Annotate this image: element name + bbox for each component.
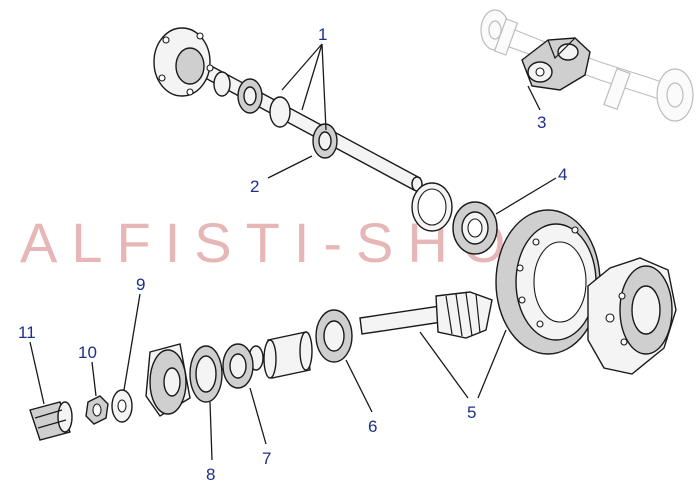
nut-part-10 xyxy=(85,395,109,425)
callout-10: 10 xyxy=(78,343,97,362)
bearing-part-6 xyxy=(315,309,353,363)
callout-5: 5 xyxy=(467,403,476,422)
callout-labels: 1 2 3 4 5 6 7 8 9 10 11 xyxy=(18,25,567,484)
callout-7: 7 xyxy=(262,449,271,468)
differential-carrier xyxy=(587,257,677,375)
coupling-part-11 xyxy=(29,401,73,441)
callout-9: 9 xyxy=(136,275,145,294)
callout-1: 1 xyxy=(318,25,327,44)
star-washer-part-9 xyxy=(111,389,133,423)
callout-2: 2 xyxy=(250,177,259,196)
shaft-bearing-set xyxy=(213,71,338,159)
seal-ring-inner xyxy=(417,188,447,226)
crown-wheel xyxy=(495,209,601,355)
callout-8: 8 xyxy=(206,465,215,484)
callout-3: 3 xyxy=(537,113,546,132)
callout-11: 11 xyxy=(18,323,36,342)
pinion-flange xyxy=(145,343,191,417)
bearing-cup-part-8 xyxy=(189,345,223,403)
pinion-shaft xyxy=(359,291,493,339)
bearing-part-7 xyxy=(222,343,254,389)
callout-6: 6 xyxy=(368,417,377,436)
differential-housing-highlight xyxy=(521,37,591,91)
spacer-sleeve xyxy=(263,331,313,379)
axle-assembly-thumbnail xyxy=(480,9,694,122)
leader-lines xyxy=(29,43,557,461)
bearing-part-4 xyxy=(452,201,498,255)
callout-4: 4 xyxy=(558,165,567,184)
